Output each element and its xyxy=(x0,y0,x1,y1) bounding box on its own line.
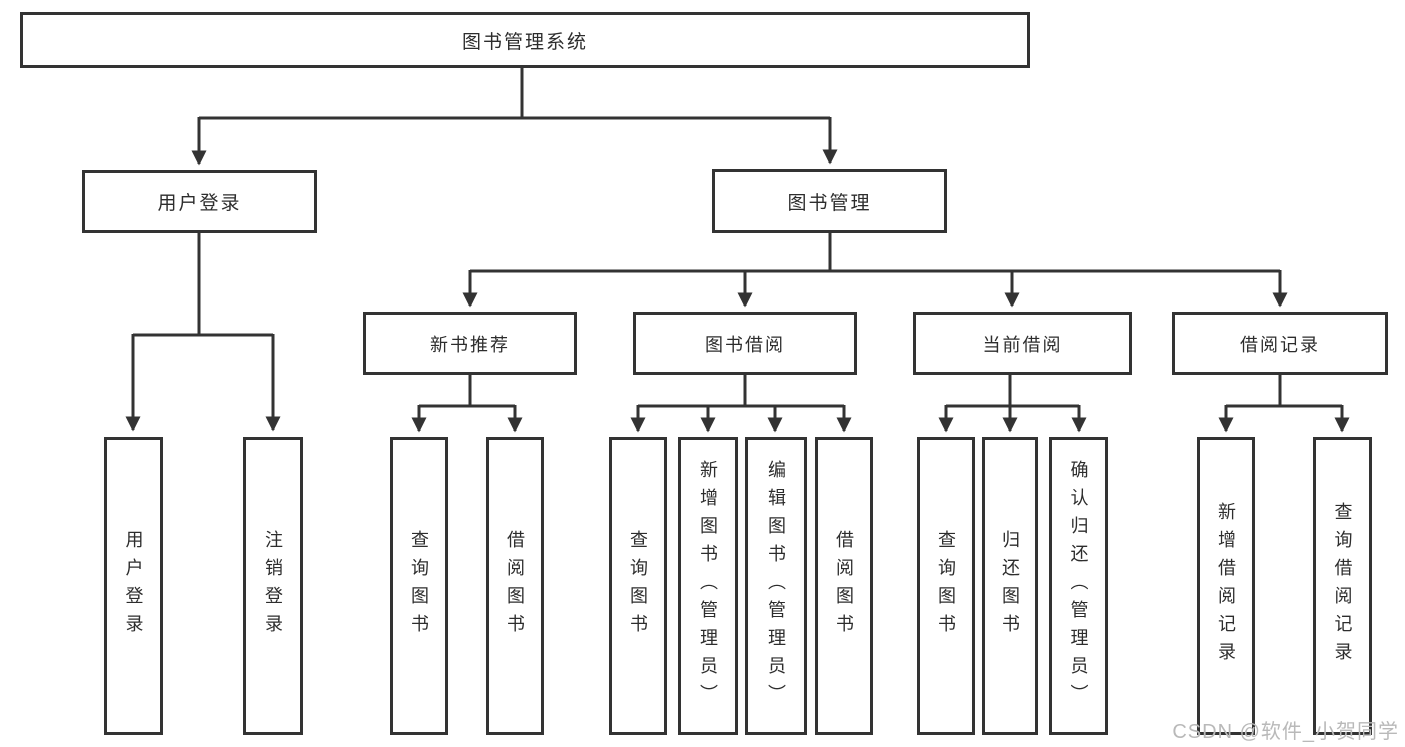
node-root-system: 图书管理系统 xyxy=(20,12,1030,68)
node-book-management: 图书管理 xyxy=(712,169,947,233)
leaf-label: 确认归还（管理员） xyxy=(1068,460,1089,712)
leaf-label: 注销登录 xyxy=(263,530,283,642)
node-label: 借阅记录 xyxy=(1240,334,1320,355)
leaf-user-login: 用户登录 xyxy=(104,437,163,735)
csdn-watermark: CSDN @软件_小贺同学 xyxy=(1172,721,1399,743)
leaf-label: 查询图书 xyxy=(409,530,429,642)
leaf-label: 新增图书（管理员） xyxy=(698,460,718,712)
leaf-label: 归还图书 xyxy=(1000,530,1020,642)
leaf-add-borrow-record: 新增借阅记录 xyxy=(1197,437,1255,735)
leaf-confirm-return-admin: 确认归还（管理员） xyxy=(1049,437,1108,735)
leaf-logout: 注销登录 xyxy=(243,437,303,735)
leaf-add-books-admin: 新增图书（管理员） xyxy=(678,437,738,735)
node-new-book-recommend: 新书推荐 xyxy=(363,312,577,375)
node-current-borrow: 当前借阅 xyxy=(913,312,1132,375)
leaf-label: 借阅图书 xyxy=(834,530,854,642)
node-borrow-records: 借阅记录 xyxy=(1172,312,1388,375)
leaf-query-borrow-record: 查询借阅记录 xyxy=(1313,437,1372,735)
leaf-label: 借阅图书 xyxy=(505,530,525,642)
leaf-query-books: 查询图书 xyxy=(609,437,667,735)
leaf-label: 编辑图书（管理员） xyxy=(766,460,786,712)
leaf-label: 查询图书 xyxy=(936,530,956,642)
node-label: 新书推荐 xyxy=(430,334,510,355)
leaf-query-books: 查询图书 xyxy=(917,437,975,735)
leaf-borrow-books: 借阅图书 xyxy=(486,437,544,735)
leaf-return-books: 归还图书 xyxy=(982,437,1038,735)
node-label: 图书管理 xyxy=(787,192,872,214)
leaf-query-books: 查询图书 xyxy=(390,437,448,735)
leaf-label: 用户登录 xyxy=(123,530,144,642)
node-book-borrow: 图书借阅 xyxy=(633,312,857,375)
node-label: 图书借阅 xyxy=(705,334,785,355)
node-label: 用户登录 xyxy=(157,193,242,214)
node-label: 图书管理系统 xyxy=(461,31,588,53)
leaf-edit-books-admin: 编辑图书（管理员） xyxy=(745,437,807,735)
node-user-login: 用户登录 xyxy=(82,170,317,233)
leaf-label: 查询图书 xyxy=(628,530,648,642)
node-label: 当前借阅 xyxy=(982,334,1063,355)
leaf-label: 新增借阅记录 xyxy=(1216,502,1236,670)
leaf-label: 查询借阅记录 xyxy=(1332,502,1353,670)
leaf-borrow-books: 借阅图书 xyxy=(815,437,873,735)
